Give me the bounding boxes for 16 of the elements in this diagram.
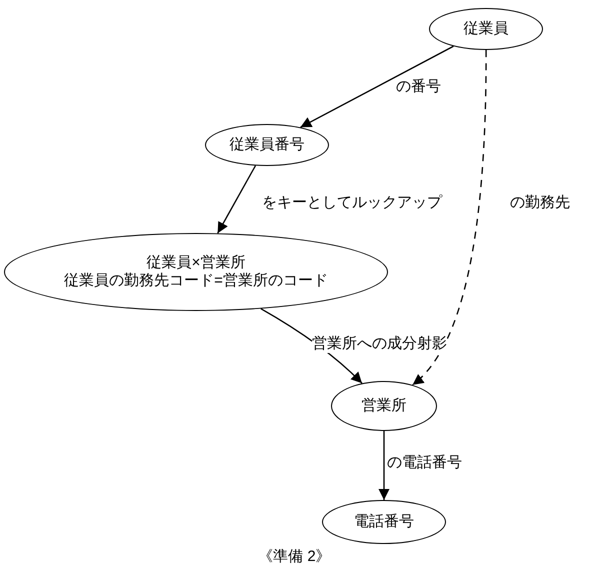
- caption: 《準備 2》: [258, 548, 331, 566]
- edge-label: をキーとしてルックアップ: [262, 194, 442, 212]
- edge-label: の勤務先: [510, 194, 570, 212]
- edge-label: の電話番号: [387, 454, 462, 472]
- node-text: 電話番号: [354, 513, 414, 531]
- edge-label: の番号: [396, 78, 441, 96]
- arrow: [412, 50, 487, 386]
- arrow: [217, 165, 256, 234]
- node-text: 従業員番号: [230, 136, 304, 154]
- node-text: 従業員: [464, 20, 508, 38]
- arrow: [378, 431, 390, 500]
- edge-label: 営業所への成分射影: [312, 335, 447, 353]
- node-text: 従業員×営業所: [146, 254, 246, 272]
- node-text: 営業所: [362, 397, 406, 415]
- node-text: 従業員の勤務先コード=営業所のコード: [64, 272, 328, 290]
- arrow: [300, 46, 454, 128]
